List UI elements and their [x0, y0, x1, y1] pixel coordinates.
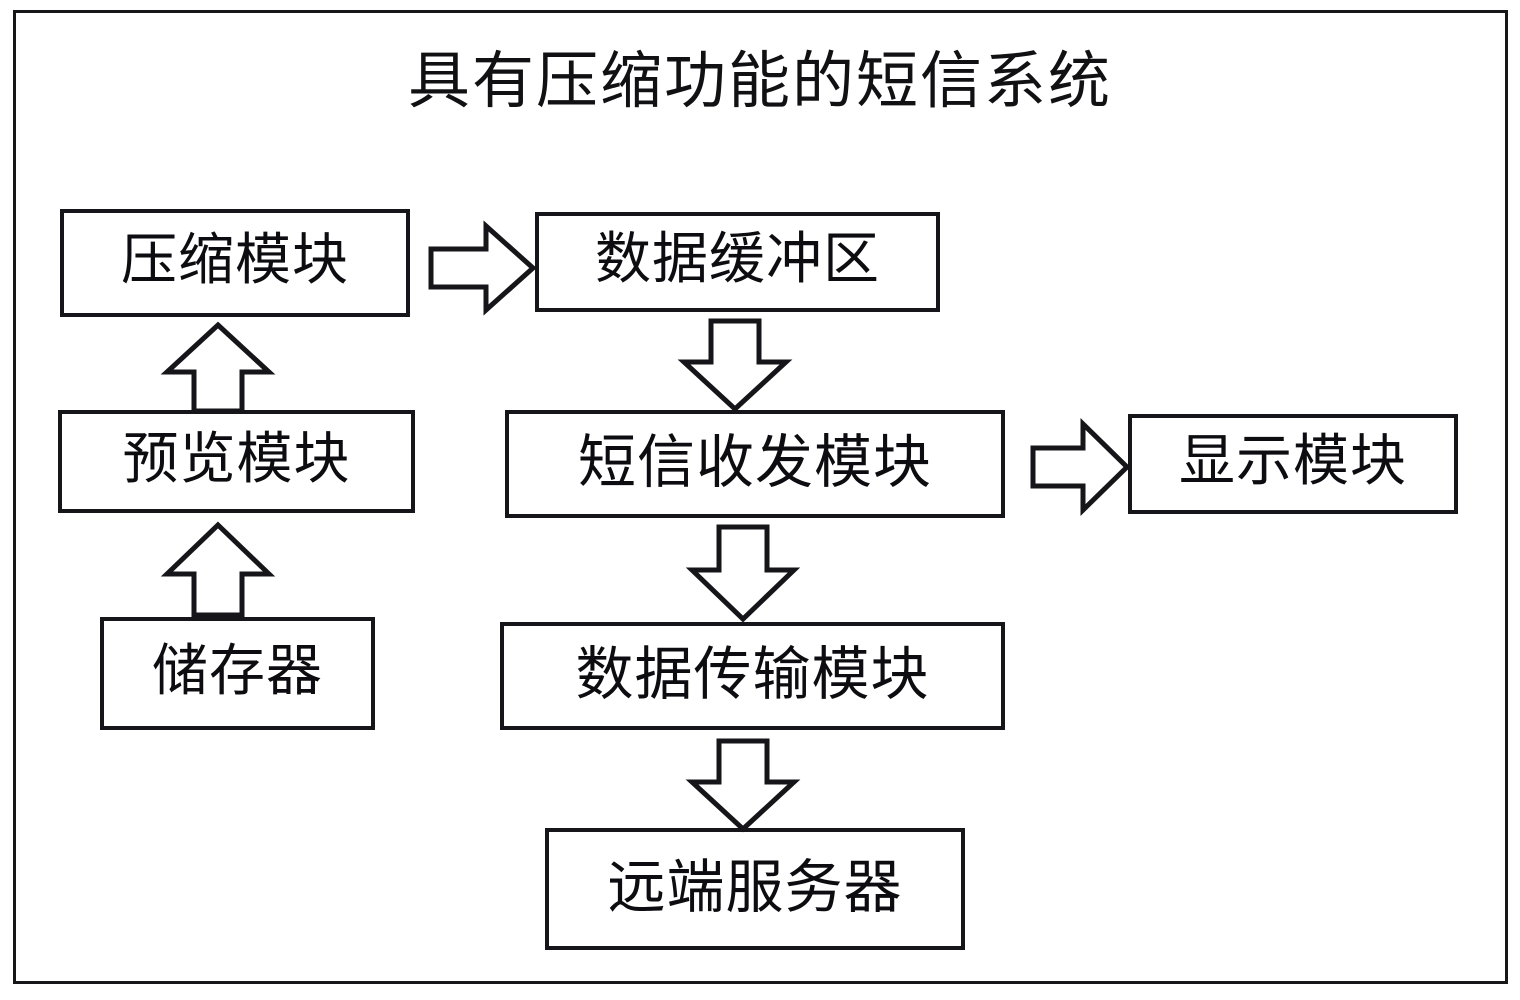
node-data-buffer-label: 数据缓冲区 [595, 227, 880, 292]
arrow-down-icon-sms-to-transmission [685, 524, 801, 623]
arrow-right-icon-compression-to-buffer [428, 220, 537, 316]
node-sms-transceiver-module[interactable]: 短信收发模块 [505, 410, 1005, 518]
node-storage-device-label: 储存器 [152, 638, 323, 704]
arrow-down-icon-transmission-to-server [685, 738, 801, 833]
arrow-up-icon-storage-to-preview [160, 521, 276, 618]
node-sms-transceiver-module-label: 短信收发模块 [577, 428, 932, 496]
node-compression-module-label: 压缩模块 [121, 228, 349, 293]
figure-title: 具有压缩功能的短信系统 [407, 44, 1112, 117]
node-storage-device[interactable]: 储存器 [100, 617, 375, 730]
node-compression-module[interactable]: 压缩模块 [60, 209, 410, 317]
arrow-down-icon-buffer-to-sms [677, 318, 793, 413]
node-remote-server[interactable]: 远端服务器 [545, 828, 965, 950]
node-data-buffer[interactable]: 数据缓冲区 [535, 212, 940, 312]
arrow-up-icon-preview-to-compression [160, 321, 276, 414]
node-display-module[interactable]: 显示模块 [1128, 414, 1458, 514]
node-preview-module[interactable]: 预览模块 [58, 410, 415, 513]
node-display-module-label: 显示模块 [1179, 429, 1407, 494]
node-data-transmission-module[interactable]: 数据传输模块 [500, 622, 1005, 730]
node-preview-module-label: 预览模块 [122, 426, 351, 492]
node-remote-server-label: 远端服务器 [607, 853, 903, 921]
arrow-right-icon-sms-to-display [1030, 418, 1131, 516]
node-data-transmission-module-label: 数据传输模块 [575, 640, 930, 708]
